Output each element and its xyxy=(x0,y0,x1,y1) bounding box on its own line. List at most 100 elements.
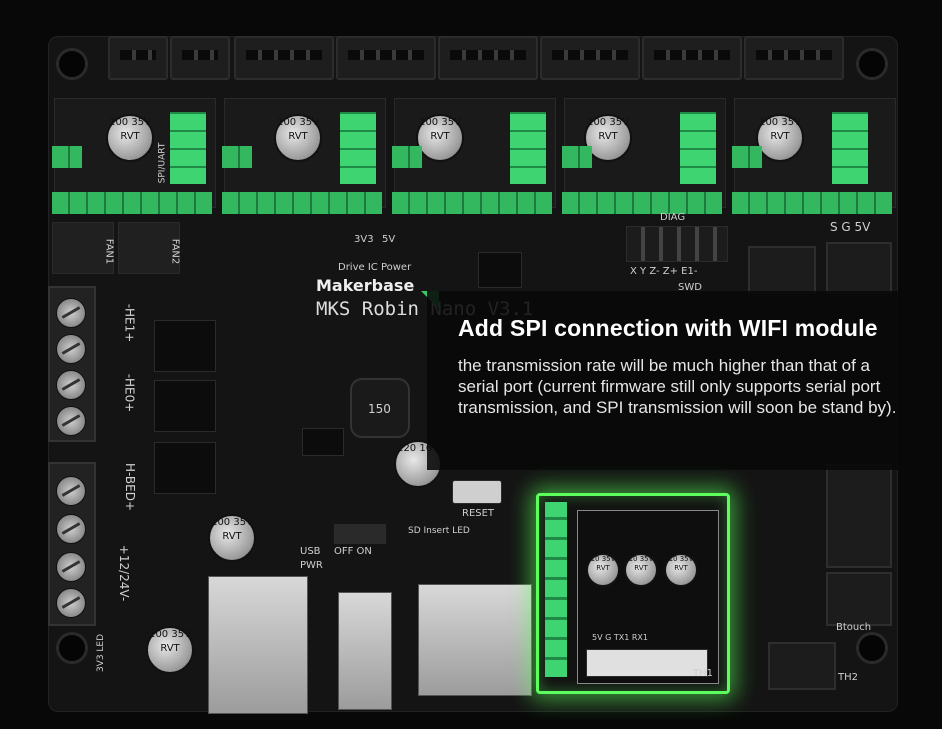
diag-label: DIAG xyxy=(660,212,686,223)
right-header-1 xyxy=(826,242,892,294)
sg5v-label: S G 5V xyxy=(830,220,871,234)
sd-led-label: SD Insert LED xyxy=(408,526,470,536)
inductor: 150 xyxy=(350,378,410,438)
power-label: +12/24V- xyxy=(117,544,132,602)
screw-7 xyxy=(56,552,86,582)
capacitor-bottom-left: 100 35V RVT xyxy=(208,514,256,562)
mount-hole-top-right xyxy=(856,48,888,80)
swd-label: SWD xyxy=(678,282,702,293)
reset-button[interactable] xyxy=(452,480,502,504)
driver-side-pins-1 xyxy=(52,146,82,168)
driver-header-row-5 xyxy=(732,192,892,214)
fan1-label: FAN1 xyxy=(103,238,115,265)
spi-uart-jumper-4 xyxy=(680,112,716,184)
usb-label: USB xyxy=(300,546,321,557)
right-header-3 xyxy=(826,464,892,568)
wifi-connector xyxy=(586,649,708,677)
usb-a-port[interactable] xyxy=(338,592,392,710)
screw-4 xyxy=(56,406,86,436)
spi-uart-jumper-5 xyxy=(832,112,868,184)
callout-title: Add SPI connection with WIFI module xyxy=(458,315,878,341)
bed-label: H-BED+ xyxy=(123,462,138,512)
axes-label: X Y Z- Z+ E1- xyxy=(630,266,698,277)
wifi-capacitor-2: 10 35V RVT xyxy=(624,553,658,587)
mosfet-3 xyxy=(154,442,216,494)
endstop-connector-4 xyxy=(540,36,640,80)
endstop-connector-5 xyxy=(642,36,742,80)
mosfet-2 xyxy=(154,380,216,432)
screw-2 xyxy=(56,334,86,364)
screw-5 xyxy=(56,476,86,506)
reset-label: RESET xyxy=(462,508,495,519)
inductor-value: 150 xyxy=(368,402,391,416)
spi-uart-jumper-2 xyxy=(340,112,376,184)
endstop-connector-2 xyxy=(336,36,436,80)
spi-uart-jumper-1 xyxy=(170,112,206,184)
led-3v3-label: 3V3 LED xyxy=(96,633,107,673)
screw-3 xyxy=(56,370,86,400)
usb-b-port[interactable] xyxy=(208,576,308,714)
wifi-spi-pins xyxy=(545,502,567,677)
swd-header xyxy=(626,226,728,262)
mount-hole-top-left xyxy=(56,48,88,80)
power-bed-terminal xyxy=(48,462,96,626)
hotend-terminal xyxy=(48,286,96,442)
callout-body: the transmission rate will be much highe… xyxy=(458,356,897,417)
btouch-label: Btouch xyxy=(836,622,872,633)
v33-label: 3V3 xyxy=(354,234,374,245)
wifi-module-highlight: 10 35V RVT 10 35V RVT 10 35V RVT 5V G TX… xyxy=(536,493,730,694)
capacitor-4: 100 35V RVT xyxy=(584,114,632,162)
right-header-2 xyxy=(748,246,816,294)
fan-connector-1 xyxy=(52,222,114,274)
driver-ic xyxy=(478,252,522,288)
th2-label: TH2 xyxy=(838,672,858,683)
th1-label: TH1 xyxy=(693,668,713,679)
driver-header-row-3 xyxy=(392,192,552,214)
screw-8 xyxy=(56,588,86,618)
driver-side-pins-5 xyxy=(732,146,762,168)
th2-connector xyxy=(768,642,836,690)
spi-uart-label: SPI/UART xyxy=(157,142,168,184)
driver-header-row-4 xyxy=(562,192,722,214)
motor-connector-2 xyxy=(170,36,230,80)
screw-6 xyxy=(56,514,86,544)
callout-panel: Add SPI connection with WIFI module the … xyxy=(427,291,921,470)
capacitor-2: 100 35V RVT xyxy=(274,114,322,162)
fan-connector-2 xyxy=(118,222,180,274)
wifi-capacitor-3: 10 35V RVT xyxy=(664,553,698,587)
mount-hole-bottom-left xyxy=(56,632,88,664)
he1-label: -HE1+ xyxy=(122,303,137,343)
power-switch[interactable] xyxy=(334,524,386,544)
v5-label: 5V xyxy=(382,234,396,245)
driver-side-pins-2 xyxy=(222,146,252,168)
pwr-label: PWR xyxy=(300,560,323,571)
endstop-connector-1 xyxy=(234,36,334,80)
wifi-module-board: 10 35V RVT 10 35V RVT 10 35V RVT 5V G TX… xyxy=(577,510,719,684)
driver-side-pins-4 xyxy=(562,146,592,168)
fan2-label: FAN2 xyxy=(169,238,181,265)
capacitor-3v3: 100 35V RVT xyxy=(146,626,194,674)
mainboard: 100 35V RVT 100 35V RVT 100 35V RVT 100 … xyxy=(48,36,898,714)
wifi-capacitor-1: 10 35V RVT xyxy=(586,553,620,587)
capacitor-5: 100 35V RVT xyxy=(756,114,804,162)
wifi-pin-labels: 5V G TX1 RX1 xyxy=(592,633,648,642)
driver-side-pins-3 xyxy=(392,146,422,168)
endstop-connector-6 xyxy=(744,36,844,80)
endstop-connector-3 xyxy=(438,36,538,80)
mosfet-1 xyxy=(154,320,216,372)
capacitor-1: 100 35V RVT xyxy=(106,114,154,162)
driver-header-row-1 xyxy=(52,192,212,214)
screw-1 xyxy=(56,298,86,328)
brand-label: Makerbase xyxy=(316,276,415,295)
regulator-chip xyxy=(302,428,344,456)
off-on-label: OFF ON xyxy=(334,546,372,557)
he0-label: -HE0+ xyxy=(122,373,137,413)
mount-hole-bottom-right xyxy=(856,632,888,664)
spi-uart-jumper-3 xyxy=(510,112,546,184)
driver-header-row-2 xyxy=(222,192,382,214)
right-header-4 xyxy=(826,572,892,626)
sd-card-slot[interactable] xyxy=(418,584,532,696)
motor-connector-1 xyxy=(108,36,168,80)
drive-ic-power-label: Drive IC Power xyxy=(338,262,412,273)
capacitor-3: 100 35V RVT xyxy=(416,114,464,162)
